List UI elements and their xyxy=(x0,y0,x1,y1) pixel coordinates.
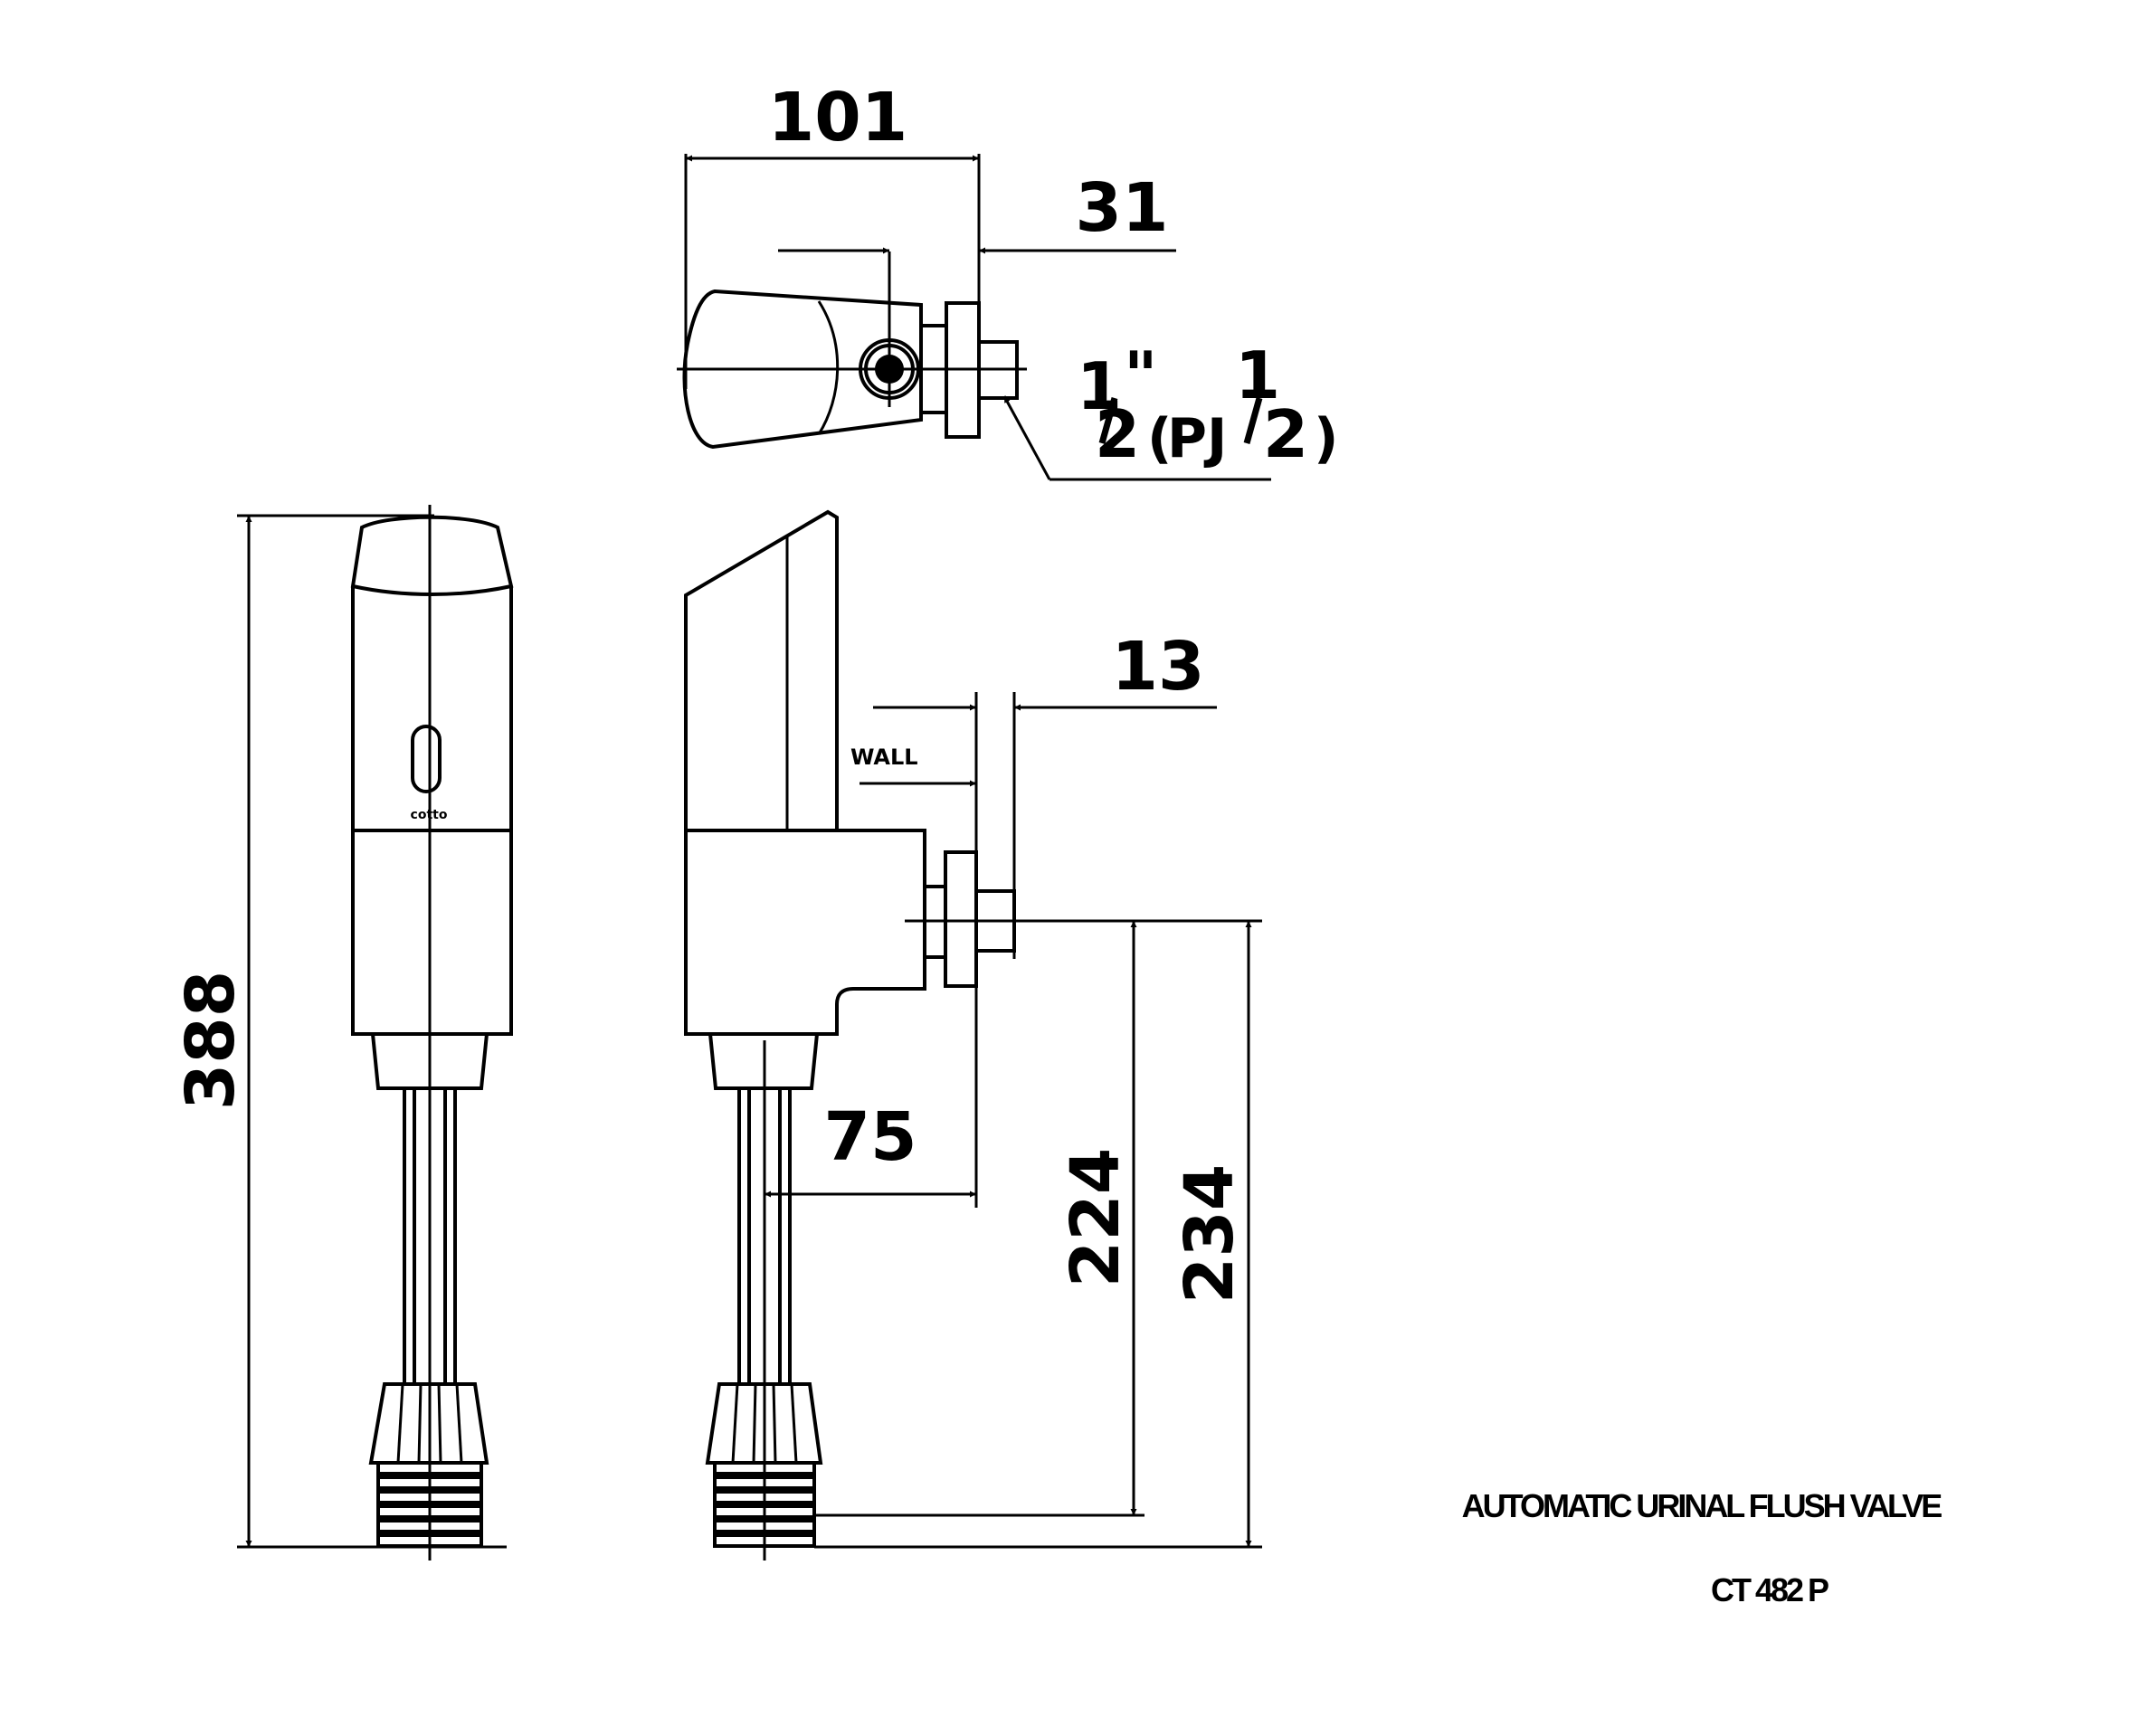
side-view-coupling-rib-3 xyxy=(772,1383,777,1464)
product-name: AUTOMATIC URINAL FLUSH VALVE xyxy=(1462,1487,1942,1524)
front-view-coupling-rib-1 xyxy=(396,1383,404,1464)
thread-open-paren: ( xyxy=(1147,407,1172,470)
side-view-head xyxy=(684,509,839,832)
side-view-valve-body xyxy=(684,829,926,1036)
front-view-coupling-rib-3 xyxy=(437,1383,442,1464)
front-view-body xyxy=(351,586,513,1036)
thread-inch-mark: " xyxy=(1124,337,1158,413)
side-view: 13 WALL 75 224 234 xyxy=(684,509,1262,1561)
thread-one-a: 1 xyxy=(1077,348,1122,424)
thread-two-b: 2 xyxy=(1263,396,1308,472)
thread-slash-b xyxy=(1243,397,1263,444)
thread-slash-a xyxy=(1098,397,1118,444)
dim-234-label: 234 xyxy=(1171,1164,1249,1304)
front-view-coupling-rib-4 xyxy=(455,1383,463,1464)
front-view-cap xyxy=(350,515,514,596)
thread-pj: PJ xyxy=(1167,407,1227,470)
side-view-coupling-rib-4 xyxy=(790,1383,798,1464)
thread-leader xyxy=(1002,395,1051,480)
front-view-sensor-window xyxy=(411,725,442,793)
side-view-flange xyxy=(944,850,978,988)
side-view-coupling-rib-2 xyxy=(752,1383,757,1464)
front-view: cotto 388 xyxy=(172,505,514,1561)
model-number: CT 482 P xyxy=(1711,1571,1828,1608)
top-view: 101 31 1 2 " ( PJ 1 2 ) xyxy=(677,79,1338,481)
thread-callout: 1 2 " ( PJ 1 2 ) xyxy=(1077,337,1338,472)
dim-75-label: 75 xyxy=(824,1098,917,1176)
dim-101-label: 101 xyxy=(768,79,907,157)
dim-31-label: 31 xyxy=(1076,169,1169,247)
title-block: AUTOMATIC URINAL FLUSH VALVE CT 482 P xyxy=(1462,1487,1945,1608)
thread-close-paren: ) xyxy=(1314,407,1338,470)
side-view-coupling xyxy=(705,1382,823,1465)
side-view-coupling-rib-1 xyxy=(731,1383,739,1464)
front-view-coupling-rib-2 xyxy=(417,1383,423,1464)
dim-388-label: 388 xyxy=(172,971,250,1110)
dim-224-label: 224 xyxy=(1057,1148,1135,1287)
wall-label: WALL xyxy=(850,745,918,770)
thread-two-a: 2 xyxy=(1095,396,1140,472)
dim-13-label: 13 xyxy=(1112,628,1205,706)
front-view-coupling xyxy=(368,1382,489,1465)
